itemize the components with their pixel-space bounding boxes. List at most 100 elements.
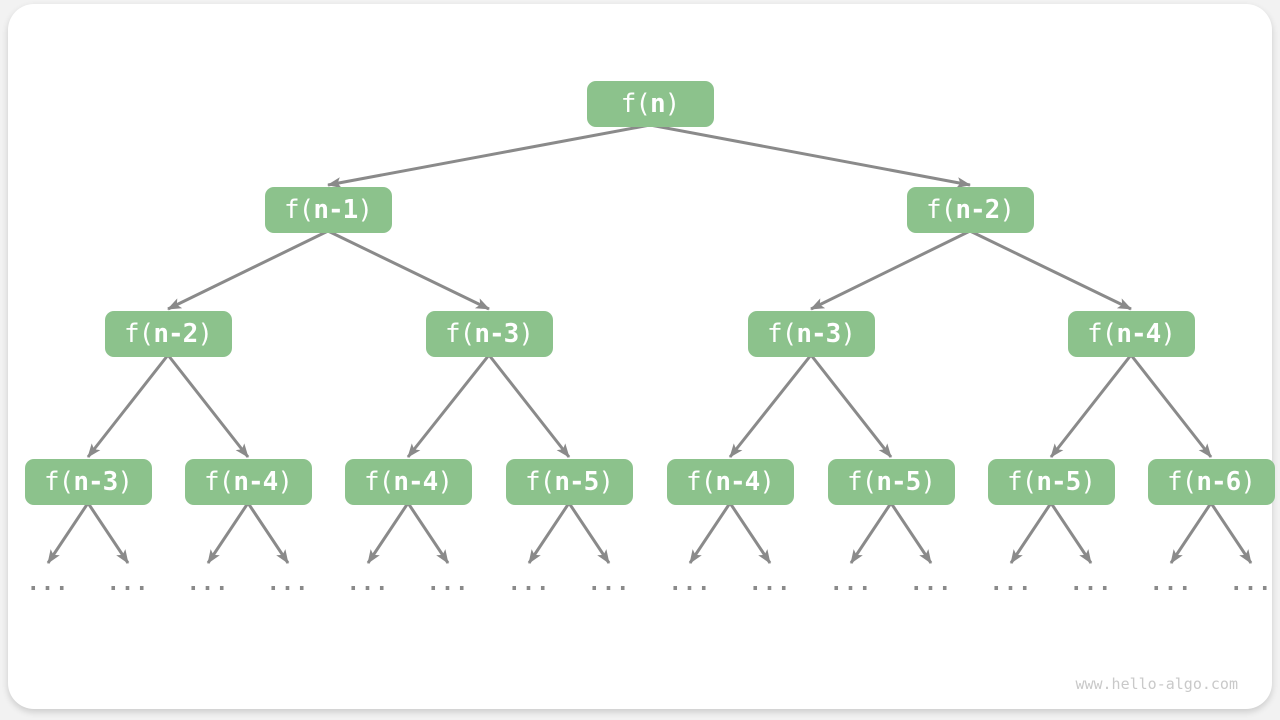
node-label-post: ) [197, 319, 213, 349]
ellipsis-node: ... [266, 571, 310, 596]
tree-node-f(n-4): f(n-4) [344, 459, 472, 505]
tree-edge [728, 502, 772, 564]
node-label-arg: n-2 [955, 195, 1000, 225]
ellipsis-node: ... [989, 571, 1033, 596]
ellipsis-node: ... [829, 571, 873, 596]
tree-edge [1169, 502, 1213, 564]
tree-edge [1209, 502, 1253, 564]
tree-edge [46, 502, 90, 564]
tree-node-f(n-4): f(n-4) [1067, 311, 1195, 357]
node-label-pre: f( [525, 467, 555, 497]
node-label-post: ) [437, 467, 453, 497]
node-label-pre: f( [124, 319, 154, 349]
node-label-post: ) [117, 467, 133, 497]
tree-edge [527, 502, 571, 564]
node-label-post: ) [664, 89, 681, 119]
node-label-post: ) [598, 467, 614, 497]
tree-edge [728, 354, 813, 458]
node-label-arg: n-4 [233, 467, 278, 497]
node-label-pre: f( [686, 467, 716, 497]
node-label-pre: f( [847, 467, 877, 497]
tree-node-f(n-2): f(n-2) [906, 187, 1034, 233]
node-label-pre: f( [620, 89, 651, 119]
node-label-pre: f( [204, 467, 234, 497]
tree-edge [406, 502, 450, 564]
tree-edge [206, 502, 250, 564]
node-label-pre: f( [284, 195, 314, 225]
tree-edge [86, 354, 170, 458]
tree-edge [487, 354, 571, 458]
tree-node-f(n-1): f(n-1) [264, 187, 392, 233]
tree-edge [688, 502, 732, 564]
ellipsis-node: ... [426, 571, 470, 596]
node-label-post: ) [1240, 467, 1256, 497]
node-label-arg: n-6 [1196, 467, 1241, 497]
ellipsis-node: ... [1149, 571, 1193, 596]
tree-node-f(n-6): f(n-6) [1147, 459, 1275, 505]
ellipsis-node: ... [507, 571, 551, 596]
tree-node-f(n-3): f(n-3) [24, 459, 152, 505]
node-label-pre: f( [1167, 467, 1197, 497]
watermark-text: www.hello-algo.com [1075, 675, 1238, 693]
ellipsis-node: ... [186, 571, 230, 596]
node-label-post: ) [999, 195, 1015, 225]
tree-node-f(n-5): f(n-5) [987, 459, 1115, 505]
tree-edge [406, 354, 491, 458]
ellipsis-node: ... [1069, 571, 1113, 596]
tree-node-f(n-3): f(n-3) [747, 311, 875, 357]
ellipsis-node: ... [26, 571, 70, 596]
tree-edge [809, 354, 893, 458]
tree-node-f(n): f(n) [586, 81, 714, 127]
node-label-post: ) [277, 467, 293, 497]
node-label-arg: n-3 [474, 319, 519, 349]
tree-edge [246, 502, 290, 564]
tree-edge [889, 502, 933, 564]
tree-edge [567, 502, 611, 564]
tree-node-f(n-4): f(n-4) [666, 459, 794, 505]
tree-node-f(n-4): f(n-4) [184, 459, 312, 505]
tree-edge [167, 229, 329, 311]
tree-edge [849, 502, 893, 564]
node-label-arg: n [650, 89, 666, 119]
tree-edge [166, 354, 250, 458]
node-label-arg: n-4 [393, 467, 438, 497]
tree-node-f(n-5): f(n-5) [827, 459, 955, 505]
node-label-pre: f( [926, 195, 956, 225]
tree-edge [810, 229, 971, 311]
ellipsis-node: ... [909, 571, 953, 596]
node-label-arg: n-5 [554, 467, 599, 497]
node-label-pre: f( [1007, 467, 1037, 497]
ellipsis-node: ... [106, 571, 150, 596]
tree-node-f(n-2): f(n-2) [104, 311, 232, 357]
node-label-post: ) [1160, 319, 1176, 349]
ellipsis-node: ... [587, 571, 631, 596]
tree-edge [86, 502, 130, 564]
tree-edge [327, 229, 490, 311]
node-label-arg: n-3 [796, 319, 841, 349]
tree-edge [969, 229, 1132, 311]
ellipsis-node: ... [668, 571, 712, 596]
node-label-post: ) [1080, 467, 1096, 497]
tree-node-f(n-5): f(n-5) [505, 459, 633, 505]
node-label-post: ) [759, 467, 775, 497]
node-label-post: ) [920, 467, 936, 497]
tree-edge [366, 502, 410, 564]
node-label-arg: n-5 [1036, 467, 1081, 497]
tree-edge [1049, 354, 1133, 458]
ellipsis-node: ... [346, 571, 390, 596]
node-label-arg: n-2 [153, 319, 198, 349]
ellipsis-node: ... [748, 571, 792, 596]
tree-edge [1049, 502, 1093, 564]
node-label-arg: n-1 [313, 195, 358, 225]
node-label-post: ) [840, 319, 856, 349]
tree-edge [327, 123, 651, 189]
ellipsis-node: ... [1229, 571, 1273, 596]
node-label-arg: n-4 [715, 467, 760, 497]
figure-card: f(n)f(n-1)f(n-2)f(n-2)f(n-3)f(n-3)f(n-4)… [8, 4, 1275, 709]
tree-edge [1009, 502, 1053, 564]
node-label-arg: n-3 [73, 467, 118, 497]
node-label-post: ) [357, 195, 373, 225]
tree-edge [1129, 354, 1213, 458]
tree-edge [649, 123, 971, 189]
